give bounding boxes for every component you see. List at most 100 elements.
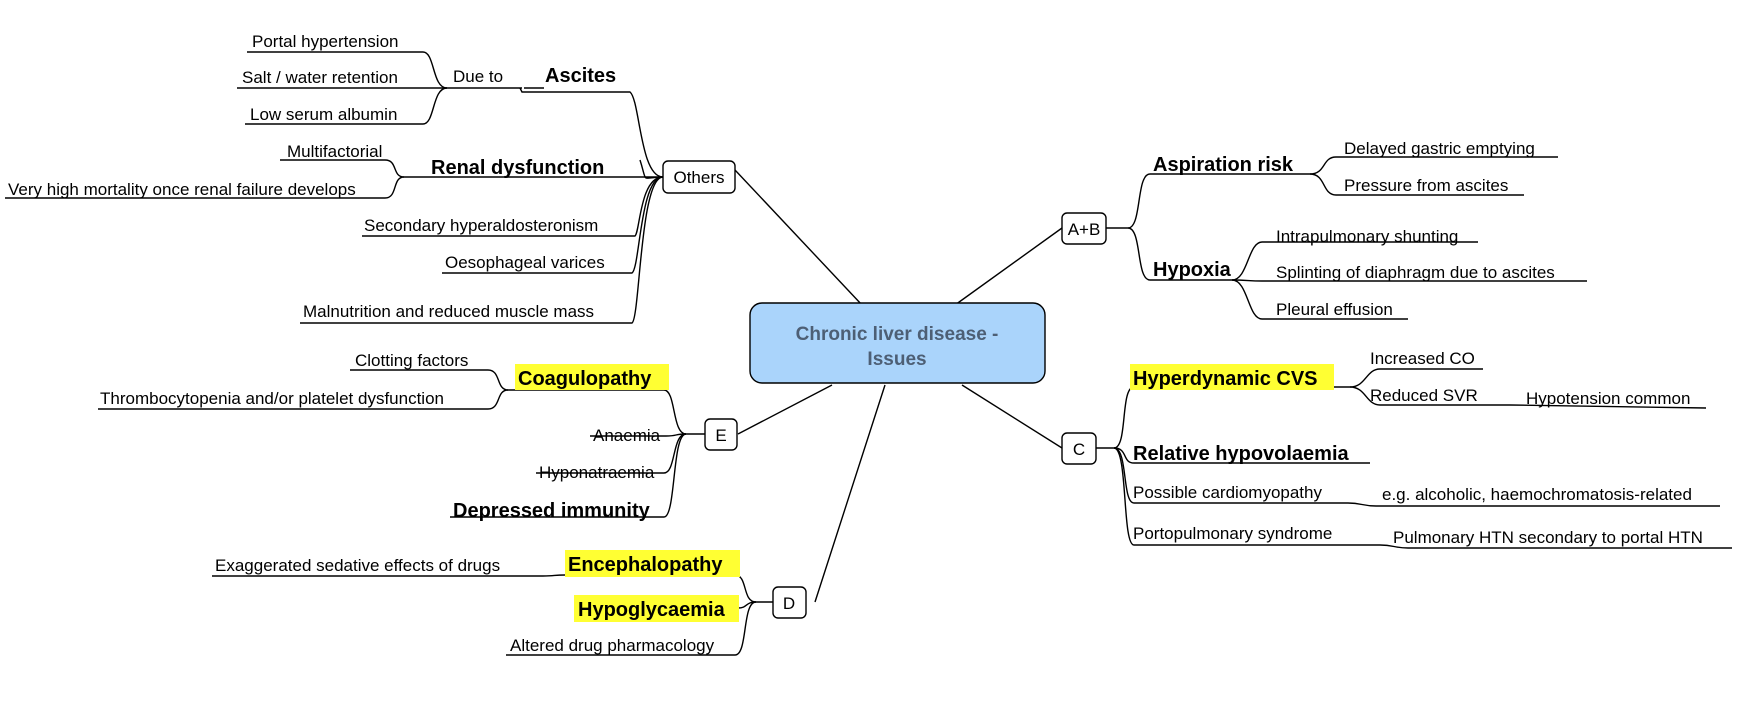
connector-pharmacology (506, 601, 757, 656)
label-clotting-factors: Clotting factors (355, 351, 468, 370)
e-group: Coagulopathy Clotting factors Thrombocyt… (100, 351, 669, 522)
highlight-coagulopathy (515, 364, 669, 390)
label-anaemia: Anaemia (593, 426, 661, 445)
connector-co (1349, 368, 1483, 388)
label-intrapulmonary-shunting: Intrapulmonary shunting (1276, 227, 1458, 246)
connector-hyperaldo (362, 176, 664, 237)
branch-label-c: C (1073, 440, 1085, 459)
highlight-hypoglycaemia (574, 595, 739, 622)
label-salt-water: Salt / water retention (242, 68, 398, 87)
connector-portal-hypertension (247, 51, 448, 89)
label-hyperaldosteronism: Secondary hyperaldosteronism (364, 216, 598, 235)
central-node-box (749, 302, 1046, 384)
connector-svr (1349, 386, 1510, 406)
branch-box-others (662, 160, 736, 194)
topic-renal-dysfunction: Renal dysfunction (431, 157, 604, 179)
central-title-line1: Chronic liver disease - (796, 324, 999, 345)
branch-c: C (1061, 432, 1097, 465)
topic-depressed-immunity: Depressed immunity (453, 500, 651, 522)
connector-pulm-htn (1379, 544, 1732, 549)
label-splinting: Splinting of diaphragm due to ascites (1276, 263, 1555, 282)
label-drug-pharmacology: Altered drug pharmacology (510, 636, 715, 655)
highlight-encephalopathy (565, 550, 740, 577)
connector-hypovolaemia (1113, 447, 1370, 464)
label-multifactorial: Multifactorial (287, 142, 382, 161)
topic-coagulopathy: Coagulopathy (518, 368, 652, 390)
connector-central-ab (954, 227, 1063, 306)
label-mortality: Very high mortality once renal failure d… (8, 180, 356, 199)
connector-sedative (212, 574, 566, 577)
label-low-albumin: Low serum albumin (250, 105, 397, 124)
topic-ascites: Ascites (545, 65, 616, 87)
branch-box-e (704, 418, 738, 451)
label-increased-co: Increased CO (1370, 349, 1475, 368)
branch-e: E (704, 418, 738, 451)
branch-box-c (1061, 432, 1097, 465)
branch-label-d: D (783, 594, 795, 613)
label-gastric-emptying: Delayed gastric emptying (1344, 139, 1535, 158)
connector-hypotension (1509, 404, 1707, 409)
branch-box-ab (1061, 212, 1107, 245)
connector-multifactorial (280, 159, 405, 178)
d-group: Encephalopathy Exaggerated sedative effe… (215, 550, 740, 655)
connector-hyponatraemia (536, 433, 687, 474)
branch-others: Others (662, 160, 736, 194)
connector-central-d (814, 384, 886, 603)
label-oesophageal-varices: Oesophageal varices (445, 253, 605, 272)
connector-immunity (450, 433, 687, 518)
connector-central-c (961, 384, 1063, 449)
connector-ascites (519, 87, 664, 178)
label-pleural-effusion: Pleural effusion (1276, 300, 1393, 319)
connector-clotting (350, 369, 509, 391)
label-malnutrition: Malnutrition and reduced muscle mass (303, 302, 594, 321)
label-thrombocytopenia: Thrombocytopenia and/or platelet dysfunc… (100, 389, 444, 408)
connector-gastric (1309, 156, 1558, 175)
connector-cardio-eg (1347, 502, 1720, 507)
connector-hyperdynamic (1113, 386, 1350, 449)
label-cardiomyopathy: Possible cardiomyopathy (1133, 483, 1322, 502)
others-group: Ascites Due to Portal hypertension Salt … (8, 32, 616, 321)
ab-group: Aspiration risk Delayed gastric emptying… (1153, 139, 1555, 319)
topic-aspiration-risk: Aspiration risk (1153, 154, 1294, 176)
branch-label-e: E (715, 426, 726, 445)
topic-hyperdynamic-cvs: Hyperdynamic CVS (1133, 368, 1318, 390)
branch-ab: A+B (1061, 212, 1107, 245)
label-hypotension: Hypotension common (1526, 389, 1690, 408)
branch-box-d (772, 586, 807, 619)
connector-aspiration (1127, 173, 1310, 229)
highlight-hyperdynamic (1130, 364, 1334, 390)
connector-effusion (1231, 279, 1408, 320)
branch-label-ab: A+B (1068, 220, 1101, 239)
branch-d: D (772, 586, 807, 619)
label-cardiomyopathy-eg: e.g. alcoholic, haemochromatosis-related (1382, 485, 1692, 504)
connector-hypoxia (1127, 227, 1232, 281)
label-due-to: Due to (453, 67, 503, 86)
connector-central-e (737, 384, 833, 435)
label-reduced-svr: Reduced SVR (1370, 386, 1478, 405)
connector-splinting (1231, 279, 1587, 282)
connector-central-others (734, 169, 863, 306)
connector-cardiomyopathy (1113, 447, 1348, 504)
connector-mortality (5, 176, 405, 199)
topic-hypoglycaemia: Hypoglycaemia (578, 599, 726, 621)
label-sedative-effects: Exaggerated sedative effects of drugs (215, 556, 500, 575)
connector-thrombocytopenia (98, 389, 509, 410)
label-pulmonary-htn: Pulmonary HTN secondary to portal HTN (1393, 528, 1703, 547)
label-hyponatraemia: Hyponatraemia (539, 463, 655, 482)
branch-label-others: Others (673, 168, 724, 187)
topic-hypoxia: Hypoxia (1153, 259, 1232, 281)
label-portal-hypertension: Portal hypertension (252, 32, 398, 51)
connector-low-albumin (245, 87, 448, 125)
connector-shunting (1231, 241, 1478, 281)
central-node: Chronic liver disease - Issues (749, 302, 1046, 384)
label-portopulmonary: Portopulmonary syndrome (1133, 524, 1332, 543)
connector-coagulopathy (508, 389, 687, 435)
central-title-line2: Issues (867, 349, 926, 370)
connector-malnutrition (300, 176, 664, 324)
connector-pressure (1309, 173, 1524, 196)
topic-encephalopathy: Encephalopathy (568, 554, 723, 576)
c-group: Hyperdynamic CVS Increased CO Reduced SV… (1130, 349, 1703, 547)
topic-relative-hypovolaemia: Relative hypovolaemia (1133, 443, 1350, 465)
connectors (5, 51, 1732, 656)
